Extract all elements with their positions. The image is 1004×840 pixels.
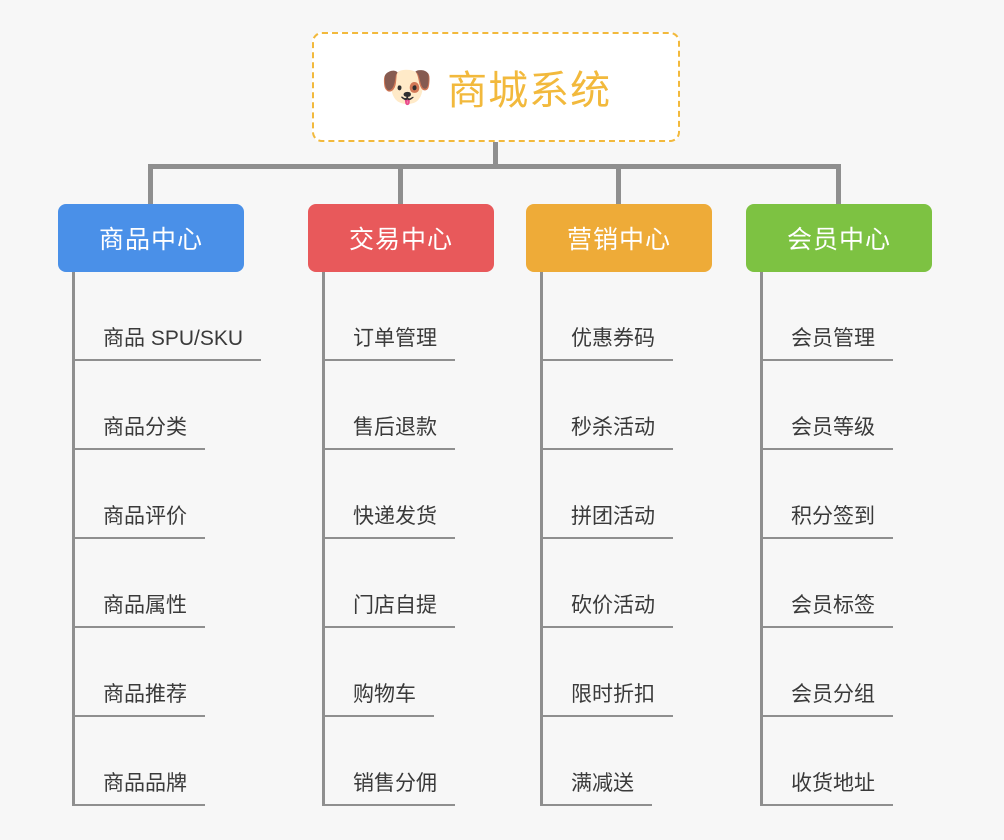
leaf-label: 拼团活动 bbox=[543, 504, 673, 539]
list-item[interactable]: 商品评价 bbox=[75, 450, 244, 539]
leaf-label: 销售分佣 bbox=[325, 771, 455, 806]
leaf-label: 优惠券码 bbox=[543, 326, 673, 361]
leaf-list-1: 商品 SPU/SKU 商品分类 商品评价 商品属性 商品推荐 商品品牌 bbox=[72, 272, 262, 806]
root-node-title: 商城系统 bbox=[447, 69, 612, 113]
leaf-label: 购物车 bbox=[325, 682, 434, 717]
category-card-4[interactable]: 会员中心 bbox=[746, 204, 932, 272]
connector-drop-3 bbox=[616, 164, 621, 204]
leaf-label: 会员等级 bbox=[763, 415, 893, 450]
list-item[interactable]: 售后退款 bbox=[325, 361, 494, 450]
category-card-2[interactable]: 交易中心 bbox=[308, 204, 494, 272]
list-item[interactable]: 快递发货 bbox=[325, 450, 494, 539]
connector-drop-4 bbox=[836, 164, 841, 204]
leaf-label: 售后退款 bbox=[325, 415, 455, 450]
leaf-label: 快递发货 bbox=[325, 504, 455, 539]
list-item[interactable]: 收货地址 bbox=[763, 717, 932, 806]
list-item[interactable]: 商品属性 bbox=[75, 539, 244, 628]
list-item[interactable]: 优惠券码 bbox=[543, 272, 712, 361]
leaf-label: 限时折扣 bbox=[543, 682, 673, 717]
leaf-label: 商品 SPU/SKU bbox=[75, 326, 262, 361]
leaf-label: 商品分类 bbox=[75, 415, 205, 450]
connector-root-stem bbox=[493, 142, 498, 167]
list-item[interactable]: 商品品牌 bbox=[75, 717, 244, 806]
leaf-label: 会员标签 bbox=[763, 593, 893, 628]
category-title-4: 会员中心 bbox=[786, 226, 891, 254]
leaf-label: 秒杀活动 bbox=[543, 415, 673, 450]
category-card-3[interactable]: 营销中心 bbox=[526, 204, 712, 272]
connector-drop-1 bbox=[148, 164, 153, 204]
connector-horizontal-bar bbox=[150, 164, 840, 169]
leaf-label: 商品评价 bbox=[75, 504, 205, 539]
list-item[interactable]: 满减送 bbox=[543, 717, 712, 806]
leaf-label: 满减送 bbox=[543, 771, 652, 806]
leaf-label: 砍价活动 bbox=[543, 593, 673, 628]
list-item[interactable]: 秒杀活动 bbox=[543, 361, 712, 450]
dog-face-icon: 🐶 bbox=[380, 63, 434, 110]
leaf-label: 会员分组 bbox=[763, 682, 893, 717]
leaf-label: 商品属性 bbox=[75, 593, 205, 628]
list-item[interactable]: 会员标签 bbox=[763, 539, 932, 628]
leaf-label: 订单管理 bbox=[325, 326, 455, 361]
list-item[interactable]: 积分签到 bbox=[763, 450, 932, 539]
list-item[interactable]: 限时折扣 bbox=[543, 628, 712, 717]
category-card-1[interactable]: 商品中心 bbox=[58, 204, 244, 272]
connector-drop-2 bbox=[398, 164, 403, 204]
list-item[interactable]: 会员管理 bbox=[763, 272, 932, 361]
list-item[interactable]: 订单管理 bbox=[325, 272, 494, 361]
list-item[interactable]: 商品分类 bbox=[75, 361, 244, 450]
root-node-card[interactable]: 🐶 商城系统 bbox=[312, 32, 680, 142]
list-item[interactable]: 门店自提 bbox=[325, 539, 494, 628]
list-item[interactable]: 销售分佣 bbox=[325, 717, 494, 806]
list-item[interactable]: 拼团活动 bbox=[543, 450, 712, 539]
category-column-4: 会员中心 会员管理 会员等级 积分签到 会员标签 会员分组 收货地址 bbox=[746, 204, 932, 806]
leaf-label: 积分签到 bbox=[763, 504, 893, 539]
leaf-list-3: 优惠券码 秒杀活动 拼团活动 砍价活动 限时折扣 满减送 bbox=[540, 272, 712, 806]
category-column-2: 交易中心 订单管理 售后退款 快递发货 门店自提 购物车 销售分佣 bbox=[308, 204, 494, 806]
list-item[interactable]: 砍价活动 bbox=[543, 539, 712, 628]
category-column-1: 商品中心 商品 SPU/SKU 商品分类 商品评价 商品属性 商品推荐 商品品牌 bbox=[58, 204, 262, 806]
category-title-2: 交易中心 bbox=[348, 226, 453, 254]
leaf-label: 商品品牌 bbox=[75, 771, 205, 806]
category-column-3: 营销中心 优惠券码 秒杀活动 拼团活动 砍价活动 限时折扣 满减送 bbox=[526, 204, 712, 806]
list-item[interactable]: 会员分组 bbox=[763, 628, 932, 717]
leaf-label: 商品推荐 bbox=[75, 682, 205, 717]
list-item[interactable]: 购物车 bbox=[325, 628, 494, 717]
leaf-list-2: 订单管理 售后退款 快递发货 门店自提 购物车 销售分佣 bbox=[322, 272, 494, 806]
list-item[interactable]: 商品推荐 bbox=[75, 628, 244, 717]
leaf-label: 收货地址 bbox=[763, 771, 893, 806]
category-title-1: 商品中心 bbox=[98, 226, 203, 254]
list-item[interactable]: 会员等级 bbox=[763, 361, 932, 450]
leaf-label: 门店自提 bbox=[325, 593, 455, 628]
category-title-3: 营销中心 bbox=[566, 226, 671, 254]
leaf-list-4: 会员管理 会员等级 积分签到 会员标签 会员分组 收货地址 bbox=[760, 272, 932, 806]
leaf-label: 会员管理 bbox=[763, 326, 893, 361]
list-item[interactable]: 商品 SPU/SKU bbox=[75, 272, 262, 361]
